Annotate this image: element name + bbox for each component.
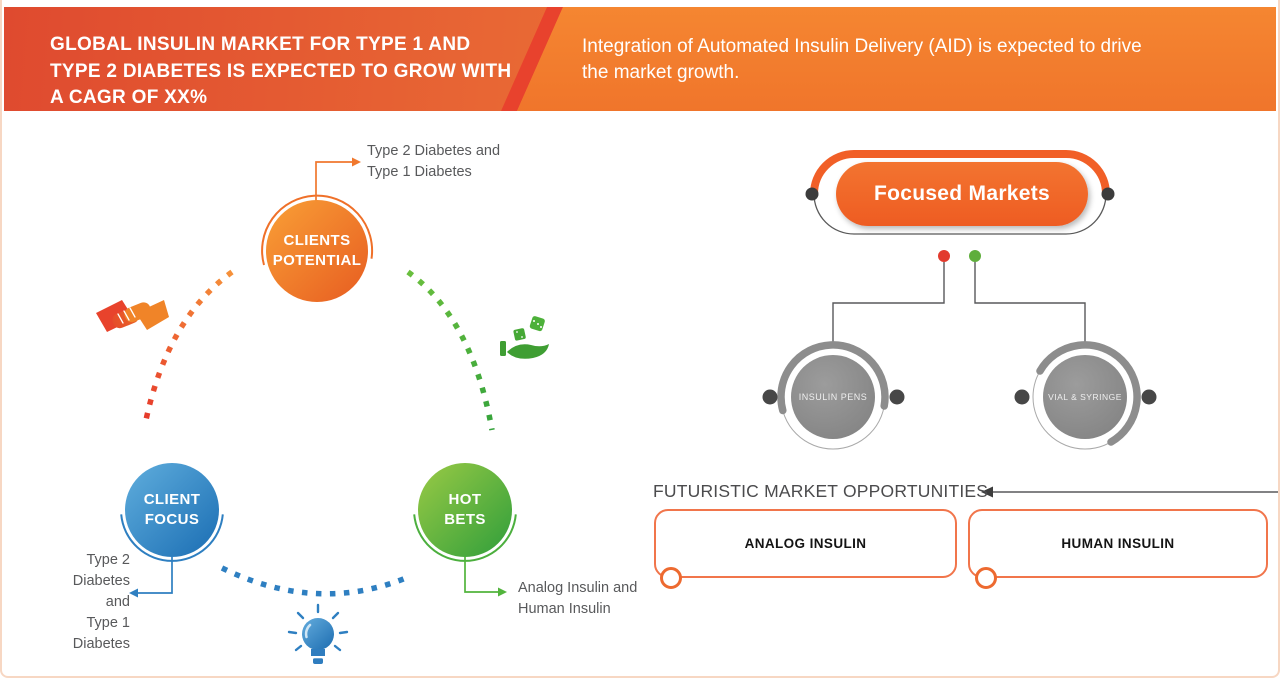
client-focus-connector	[129, 557, 173, 598]
node-right-dot	[1141, 389, 1157, 405]
analog-insulin-label: ANALOG INSULIN	[744, 536, 867, 551]
node-right-dot	[889, 389, 905, 405]
opportunity-box-analog-insulin: ANALOG INSULIN	[654, 509, 957, 578]
opportunity-box-human-insulin: HUMAN INSULIN	[968, 509, 1268, 578]
dice-hand-icon	[500, 316, 549, 359]
hot-bets-label: HOT BETS	[444, 490, 486, 528]
dotted-arc-green	[406, 269, 495, 431]
ring-left-dot	[805, 187, 819, 201]
hot-bets-callout: Analog Insulin and Human Insulin	[518, 580, 638, 618]
hot-bets-circle: HOT BETS	[418, 463, 512, 557]
handshake-icon	[96, 300, 169, 332]
opportunity-corner-dot	[660, 567, 682, 589]
banner-headline: GLOBAL INSULIN MARKET FOR TYPE 1 AND TYP…	[50, 34, 512, 109]
client-focus-label: CLIENT FOCUS	[143, 490, 201, 528]
arrow-right-icon	[498, 587, 507, 597]
vial-syringe-label: VIAL & SYRINGE	[1048, 392, 1122, 402]
insulin-pens-label: INSULIN PENS	[798, 392, 868, 402]
hot-bets-connector	[464, 557, 507, 597]
arrow-right-icon	[352, 157, 361, 167]
banner-subtext: Integration of Automated Insulin Deliver…	[582, 36, 1142, 83]
opportunity-corner-dot	[975, 567, 997, 589]
banner-right-gradient	[517, 7, 1276, 111]
focused-markets-title: Focused Markets	[873, 182, 1051, 205]
clients-potential-circle: CLIENTS POTENTIAL	[266, 200, 368, 302]
clients-potential-label: CLIENTS POTENTIAL	[272, 231, 362, 269]
arrow-left-icon	[129, 588, 138, 598]
focused-markets-pill: Focused Markets	[836, 162, 1088, 226]
client-focus-circle: CLIENT FOCUS	[125, 463, 219, 557]
dotted-arc-red	[143, 269, 234, 421]
opportunities-heading: FUTURISTIC MARKET OPPORTUNITIES	[653, 481, 989, 501]
header-banner: GLOBAL INSULIN MARKET FOR TYPE 1 AND TYP…	[4, 7, 1276, 111]
focused-markets-tree	[832, 262, 1086, 345]
node-left-dot	[1014, 389, 1030, 405]
dotted-arc-blue	[220, 565, 408, 597]
ring-right-dot	[1101, 187, 1115, 201]
opportunities-arrow	[981, 486, 1280, 498]
clients-potential-connector	[315, 157, 361, 201]
node-left-dot	[762, 389, 778, 405]
tree-red-dot	[938, 250, 950, 262]
tree-green-dot	[969, 250, 981, 262]
clients-potential-callout: Type 2 Diabetes and Type 1 Diabetes	[367, 143, 501, 181]
human-insulin-label: HUMAN INSULIN	[1061, 536, 1175, 551]
banner-left-gradient	[4, 7, 547, 111]
client-focus-callout: Type 2 Diabetes and Type 1 Diabetes	[72, 552, 130, 653]
lightbulb-icon	[287, 603, 349, 664]
